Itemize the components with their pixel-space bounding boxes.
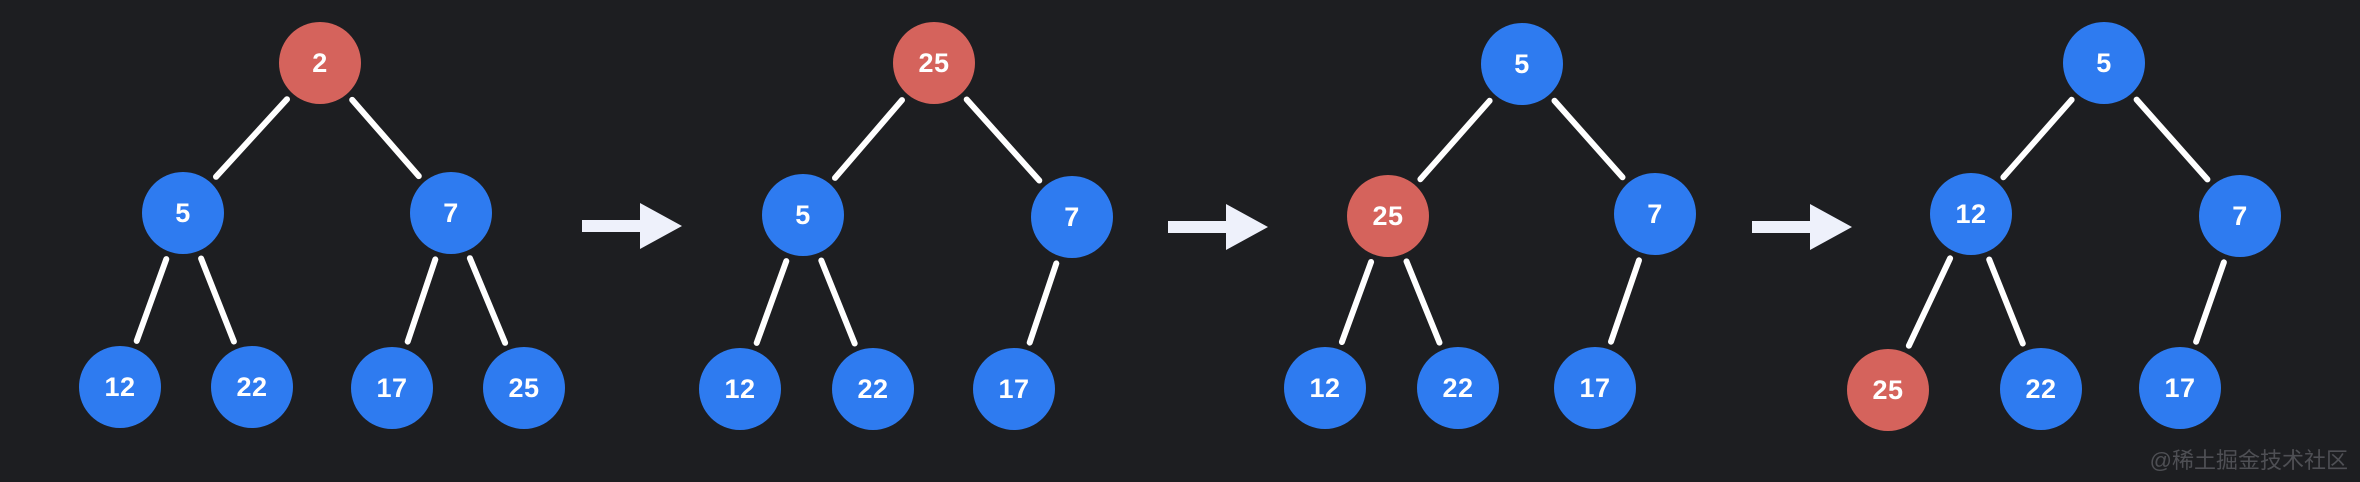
- step-2-node-5: 5: [762, 174, 844, 256]
- step-2-node-25: 25: [893, 22, 975, 104]
- arrow-right-icon: [1168, 204, 1268, 250]
- step-1-edge: [198, 255, 237, 345]
- step-4-node-5: 5: [2063, 22, 2145, 104]
- step-3-edge: [1608, 257, 1642, 345]
- step-3-node-7: 7: [1614, 173, 1696, 255]
- step-2-edge: [1026, 260, 1060, 346]
- step-3-node-25: 25: [1347, 175, 1429, 257]
- step-3-node-5: 5: [1481, 23, 1563, 105]
- step-4-node-7: 7: [2199, 175, 2281, 257]
- step-4-edge: [2193, 259, 2227, 345]
- step-4-edge: [1986, 256, 2026, 347]
- step-1-node-5: 5: [142, 172, 224, 254]
- step-3-node-17: 17: [1554, 347, 1636, 429]
- step-1-node-12: 12: [79, 346, 161, 428]
- step-1-node-22: 22: [211, 346, 293, 428]
- step-3-edge: [1338, 259, 1375, 345]
- step-4-node-22: 22: [2000, 348, 2082, 430]
- step-4-edge: [1905, 255, 1954, 349]
- step-2-edge: [818, 257, 858, 347]
- step-4-edge: [2000, 96, 2075, 181]
- arrow-right-icon: [582, 203, 682, 249]
- step-1-edge: [213, 96, 290, 180]
- step-1-edge: [349, 96, 422, 180]
- step-1-edge: [466, 255, 509, 346]
- step-3-edge: [1417, 97, 1493, 183]
- step-1-edge: [404, 256, 439, 345]
- step-1-edge: [133, 256, 170, 344]
- step-2-node-12: 12: [699, 348, 781, 430]
- step-1-node-17: 17: [351, 347, 433, 429]
- step-1-node-25: 25: [483, 347, 565, 429]
- step-2-edge: [753, 258, 790, 346]
- step-2-node-7: 7: [1031, 176, 1113, 258]
- step-1-node-7: 7: [410, 172, 492, 254]
- step-3-node-22: 22: [1417, 347, 1499, 429]
- arrow-right-icon: [1752, 204, 1852, 250]
- watermark: @稀土掘金技术社区: [2149, 448, 2348, 473]
- step-4-node-25: 25: [1847, 349, 1929, 431]
- step-2-node-17: 17: [973, 348, 1055, 430]
- step-2-edge: [963, 96, 1043, 184]
- step-3-node-12: 12: [1284, 347, 1366, 429]
- step-2-node-22: 22: [832, 348, 914, 430]
- step-4-node-12: 12: [1930, 173, 2012, 255]
- step-2-edge: [832, 97, 905, 181]
- step-3-edge: [1551, 97, 1626, 181]
- step-3-edge: [1403, 258, 1443, 346]
- step-1-node-2: 2: [279, 22, 361, 104]
- step-4-node-17: 17: [2139, 347, 2221, 429]
- step-4-edge: [2133, 96, 2211, 183]
